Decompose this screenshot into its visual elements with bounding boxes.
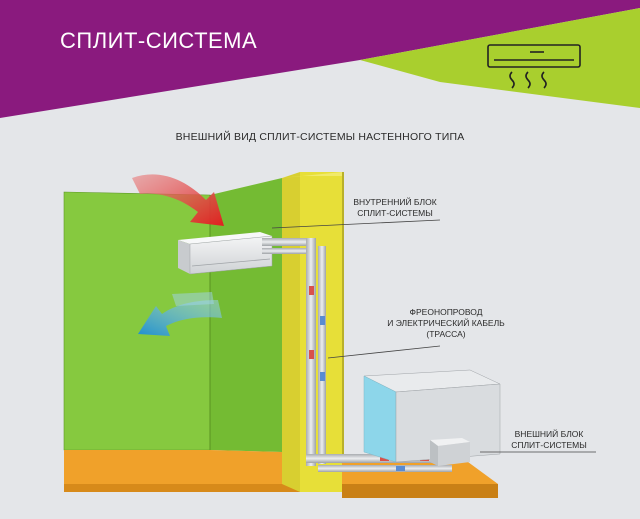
- indoor-unit-callout-line: [271, 219, 441, 229]
- outer-wall-front: [282, 172, 300, 492]
- room-floor: [64, 450, 330, 484]
- refrigerant-line: [262, 238, 452, 472]
- diagram-subtitle: ВНЕШНИЙ ВИД СПЛИТ-СИСТЕМЫ НАСТЕННОГО ТИП…: [175, 131, 465, 143]
- refrigerant-callout-line: [327, 345, 441, 359]
- room-left-wall: [63, 191, 211, 451]
- page-title: СПЛИТ-СИСТЕМА: [60, 28, 258, 53]
- air-conditioner-icon: [487, 44, 581, 89]
- hot-air-arrow: [132, 174, 224, 226]
- outdoor-unit: [363, 369, 501, 466]
- indoor-unit-label: ВНУТРЕННИЙ БЛОК СПЛИТ-СИСТЕМЫ: [353, 197, 437, 218]
- cold-air-arrow: [138, 300, 222, 336]
- header-band: [0, 0, 640, 118]
- outdoor-unit-label: ВНЕШНИЙ БЛОК СПЛИТ-СИСТЕМЫ: [511, 429, 587, 450]
- header-accent: [360, 8, 640, 108]
- indoor-unit: [178, 232, 273, 275]
- refrigerant-line-label: ФРЕОНОПРОВОД И ЭЛЕКТРИЧЕСКИЙ КАБЕЛЬ (ТРА…: [387, 307, 505, 339]
